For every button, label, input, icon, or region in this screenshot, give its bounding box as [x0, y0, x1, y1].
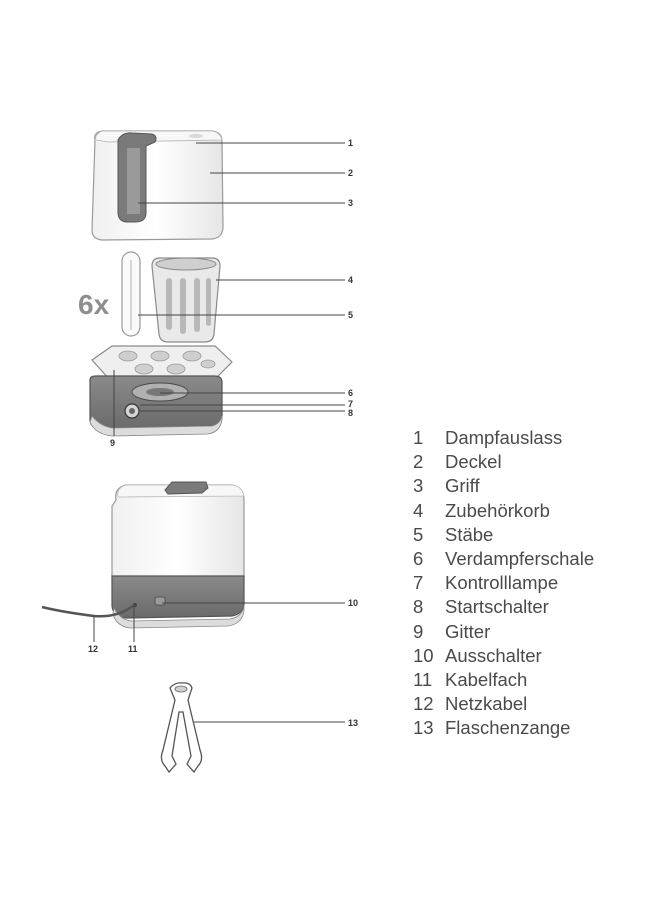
- legend-item: 6 Verdampferschale: [413, 547, 594, 571]
- legend-number: 11: [413, 669, 433, 691]
- legend-label: Startschalter: [445, 596, 549, 618]
- legend-label: Dampfauslass: [445, 427, 563, 448]
- legend-item: 3 Griff: [413, 474, 594, 498]
- assembled-unit-illustration: [41, 481, 245, 629]
- legend-number: 8: [413, 596, 424, 618]
- callout-11: 11: [128, 644, 138, 654]
- legend-item: 12 Netzkabel: [413, 692, 594, 716]
- legend-label: Kabelfach: [445, 669, 528, 691]
- legend-label: Griff: [445, 475, 480, 497]
- legend-item: 5 Stäbe: [413, 523, 594, 547]
- legend-number: 13: [413, 717, 434, 739]
- legend-label: Netzkabel: [445, 693, 528, 715]
- legend-number: 3: [413, 475, 424, 497]
- callout-6: 6: [348, 388, 353, 398]
- callout-9: 9: [110, 438, 115, 448]
- tongs-illustration: [160, 682, 203, 774]
- callout-2: 2: [348, 168, 353, 178]
- legend-item: 4 Zubehörkorb: [413, 499, 594, 523]
- base-illustration: [89, 375, 223, 437]
- callout-12: 12: [88, 644, 98, 654]
- callout-1: 1: [348, 138, 353, 148]
- legend-number: 1: [413, 427, 424, 448]
- legend-number: 4: [413, 499, 424, 521]
- quantity-label: 6x: [78, 289, 110, 320]
- legend-number: 7: [413, 572, 424, 594]
- legend-item: 13 Flaschenzange: [413, 716, 594, 740]
- basket-illustration: [151, 257, 221, 343]
- legend-label: Zubehörkorb: [445, 499, 550, 521]
- callout-3: 3: [348, 198, 353, 208]
- lid-illustration: [91, 130, 224, 241]
- callout-4: 4: [348, 275, 353, 285]
- legend-label: Gitter: [445, 620, 491, 642]
- callout-numbers: 1 2 3 4 5 6 7 8 9 10 11 12 13: [88, 138, 358, 728]
- callout-10: 10: [348, 598, 358, 608]
- legend-label: Deckel: [445, 451, 502, 473]
- legend-label: Flaschenzange: [445, 717, 571, 739]
- legend-label: Stäbe: [445, 523, 494, 545]
- grid-tray-illustration: [91, 345, 233, 381]
- callout-13: 13: [348, 718, 358, 728]
- rod-illustration: [121, 251, 141, 337]
- leader-lines: [93, 142, 345, 723]
- legend-label: Verdampferschale: [445, 548, 595, 570]
- callout-5: 5: [348, 310, 353, 320]
- callout-8: 8: [348, 408, 353, 418]
- legend-item: 9 Gitter: [413, 620, 594, 644]
- callout-7: 7: [348, 399, 353, 409]
- legend-number: 6: [413, 548, 424, 570]
- legend-number: 10: [413, 644, 434, 666]
- legend-number: 5: [413, 523, 424, 545]
- legend-label: Ausschalter: [445, 644, 542, 666]
- legend-item: 2 Deckel: [413, 450, 594, 474]
- off-switch-shape: [154, 596, 166, 606]
- legend-item: 10 Ausschalter: [413, 644, 594, 668]
- legend-label: Kontrolllampe: [445, 572, 559, 594]
- legend-item: 7 Kontrolllampe: [413, 571, 594, 595]
- legend-item: 1 Dampfauslass: [413, 426, 594, 450]
- parts-legend: 1 Dampfauslass 2 Deckel 3 Griff 4 Zubehörkor…: [413, 426, 594, 741]
- legend-number: 9: [413, 620, 424, 642]
- legend-item: 8 Startschalter: [413, 595, 594, 619]
- legend-number: 12: [413, 693, 434, 715]
- legend-number: 2: [413, 451, 424, 473]
- legend-item: 11 Kabelfach: [413, 668, 594, 692]
